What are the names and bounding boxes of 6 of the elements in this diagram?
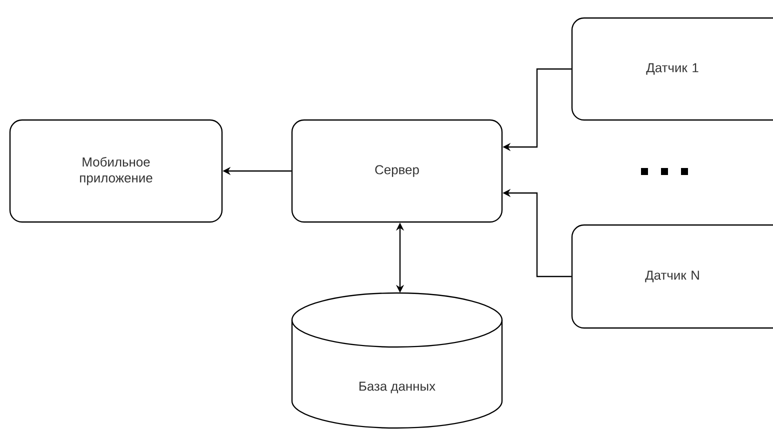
database-cylinder: База данных [291, 292, 503, 429]
process-box: Датчик N [571, 224, 773, 329]
node-label: База данных [359, 382, 436, 394]
process-box: Датчик 1 [571, 17, 773, 121]
process-box: Мобильное приложение [9, 119, 223, 223]
process-box: Сервер [291, 119, 503, 223]
